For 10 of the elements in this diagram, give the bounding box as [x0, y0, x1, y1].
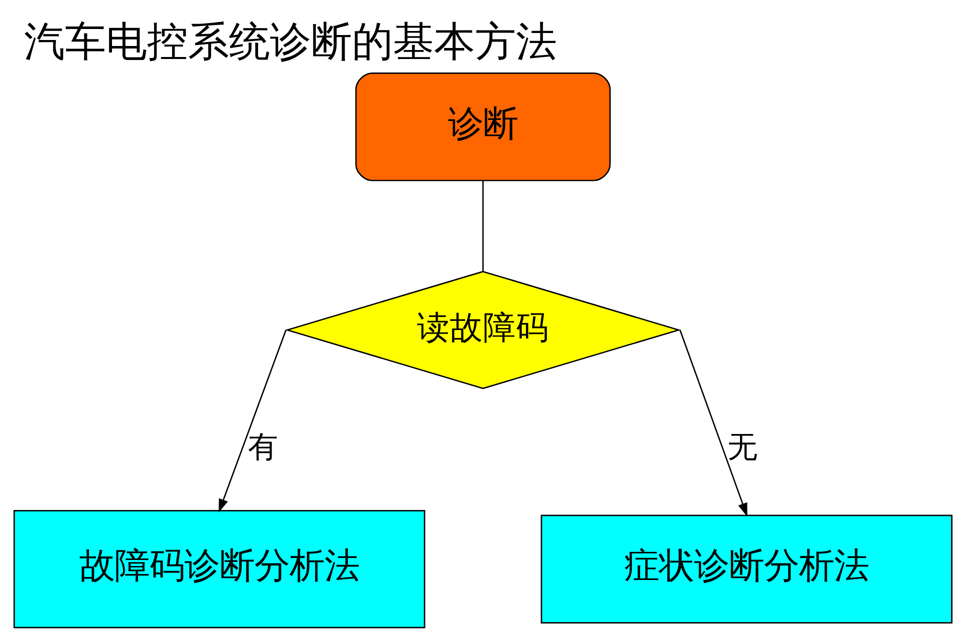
edge-label: 有	[248, 430, 278, 465]
node-diamond: 读故障码	[284, 270, 682, 389]
arrow	[679, 329, 748, 516]
diagram-title: 汽车电控系统诊断的基本方法	[24, 16, 558, 65]
node-box: 症状诊断分析法	[540, 514, 952, 623]
connector	[482, 180, 484, 271]
edge-label: 无	[728, 430, 758, 465]
arrow	[218, 329, 287, 512]
node-box: 诊断	[355, 72, 611, 181]
node-box: 故障码诊断分析法	[14, 510, 426, 628]
